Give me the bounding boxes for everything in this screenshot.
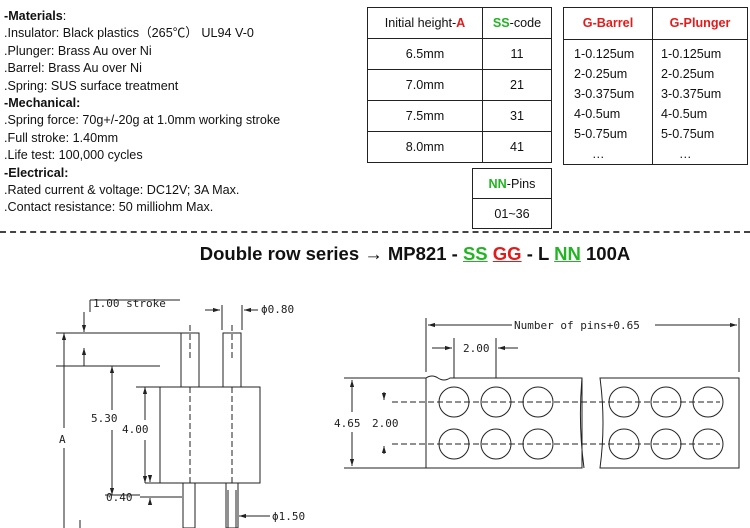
code-cell: 21: [482, 69, 552, 101]
mechanical-heading: -Mechanical:: [4, 96, 81, 111]
list-item: 1-0.125um: [574, 47, 635, 61]
width-formula-label: Number of pins+0.65: [514, 319, 640, 332]
ss-code: SS: [462, 243, 488, 264]
height-cell: 6.5mm: [367, 38, 483, 70]
list-item: 5-0.75um: [661, 127, 715, 141]
pins-range: 01~36: [472, 198, 552, 229]
list-item: 3-0.375um: [661, 87, 722, 101]
list-item: …: [679, 147, 692, 161]
list-item: …: [592, 147, 605, 161]
specifications: -Materials: .Insulator: Black plastics（2…: [4, 8, 354, 217]
tail-diameter-label: ϕ1.50: [272, 510, 305, 523]
list-item: 3-0.375um: [574, 87, 635, 101]
electrical-heading: -Electrical:: [4, 165, 69, 180]
header-initial-height: Initial height-A: [367, 7, 483, 39]
plunger-diameter-label: ϕ0.80: [261, 303, 294, 316]
spec-plunger: .Plunger: Brass Au over Ni: [4, 43, 152, 58]
dim-5-30: 5.30: [91, 412, 118, 425]
nn-code: NN: [554, 243, 581, 264]
model-number: MP821: [387, 243, 447, 264]
gg-code: GG: [492, 243, 522, 264]
height-cell: 8.0mm: [367, 131, 483, 163]
stroke-label: 1.00 stroke: [93, 297, 166, 310]
spec-rated: .Rated current & voltage: DC12V; 3A Max.: [4, 183, 240, 198]
spec-life-test: .Life test: 100,000 cycles: [4, 148, 143, 163]
height-cell: 7.5mm: [367, 100, 483, 132]
plunger-column: G-Plunger 1-0.125um 2-0.25um 3-0.375um 4…: [653, 8, 747, 164]
series-label: Double row series: [199, 243, 360, 264]
list-item: 4-0.5um: [574, 107, 621, 121]
arrow-icon: →: [364, 243, 383, 264]
list-item: 1-0.125um: [661, 47, 722, 61]
list-item: 5-0.75um: [574, 127, 628, 141]
table-row: 7.0mm 21: [367, 69, 552, 101]
table-row: 8.0mm 41: [367, 131, 552, 163]
list-item: 2-0.25um: [661, 67, 715, 81]
total-height-label: 4.65: [334, 417, 361, 430]
pitch-label: 2.00: [463, 342, 490, 355]
spec-full-stroke: .Full stroke: 1.40mm: [4, 130, 119, 145]
plating-table: G-Barrel 1-0.125um 2-0.25um 3-0.375um 4-…: [563, 7, 748, 165]
list-item: 4-0.5um: [661, 107, 708, 121]
series-suffix: 100A: [586, 243, 631, 264]
header-ss-code: SS-code: [482, 7, 552, 39]
side-view-drawing: [56, 299, 270, 528]
top-view-drawing: [344, 318, 740, 469]
materials-heading: -Materials:: [4, 9, 67, 23]
code-cell: 41: [482, 131, 552, 163]
spec-contact: .Contact resistance: 50 milliohm Max.: [4, 200, 214, 215]
pins-table: NN-Pins 01~36: [472, 168, 552, 229]
series-title: Double row series → MP821 - SS GG - L NN…: [199, 243, 631, 264]
row-pitch-label: 2.00: [372, 417, 399, 430]
code-cell: 31: [482, 100, 552, 132]
dim-4-00: 4.00: [122, 423, 149, 436]
dim-a: A: [59, 433, 66, 446]
barrel-column: G-Barrel 1-0.125um 2-0.25um 3-0.375um 4-…: [564, 8, 653, 164]
spec-spring: .Spring: SUS surface treatment: [4, 78, 179, 93]
spec-barrel: .Barrel: Brass Au over Ni: [4, 61, 142, 76]
list-item: 2-0.25um: [574, 67, 628, 81]
spec-spring-force: .Spring force: 70g+/-20g at 1.0mm workin…: [4, 113, 281, 128]
spec-insulator: .Insulator: Black plastics（265℃） UL94 V-…: [4, 26, 254, 41]
table-row: 6.5mm 11: [367, 38, 552, 70]
header-g-plunger: G-Plunger: [653, 8, 747, 40]
dim-0-40: 0.40: [106, 491, 133, 504]
height-code-table: Initial height-A SS-code 6.5mm 11 7.0mm …: [367, 7, 552, 163]
section-divider: [0, 231, 750, 233]
table-row: 7.5mm 31: [367, 100, 552, 132]
header-g-barrel: G-Barrel: [564, 8, 652, 40]
